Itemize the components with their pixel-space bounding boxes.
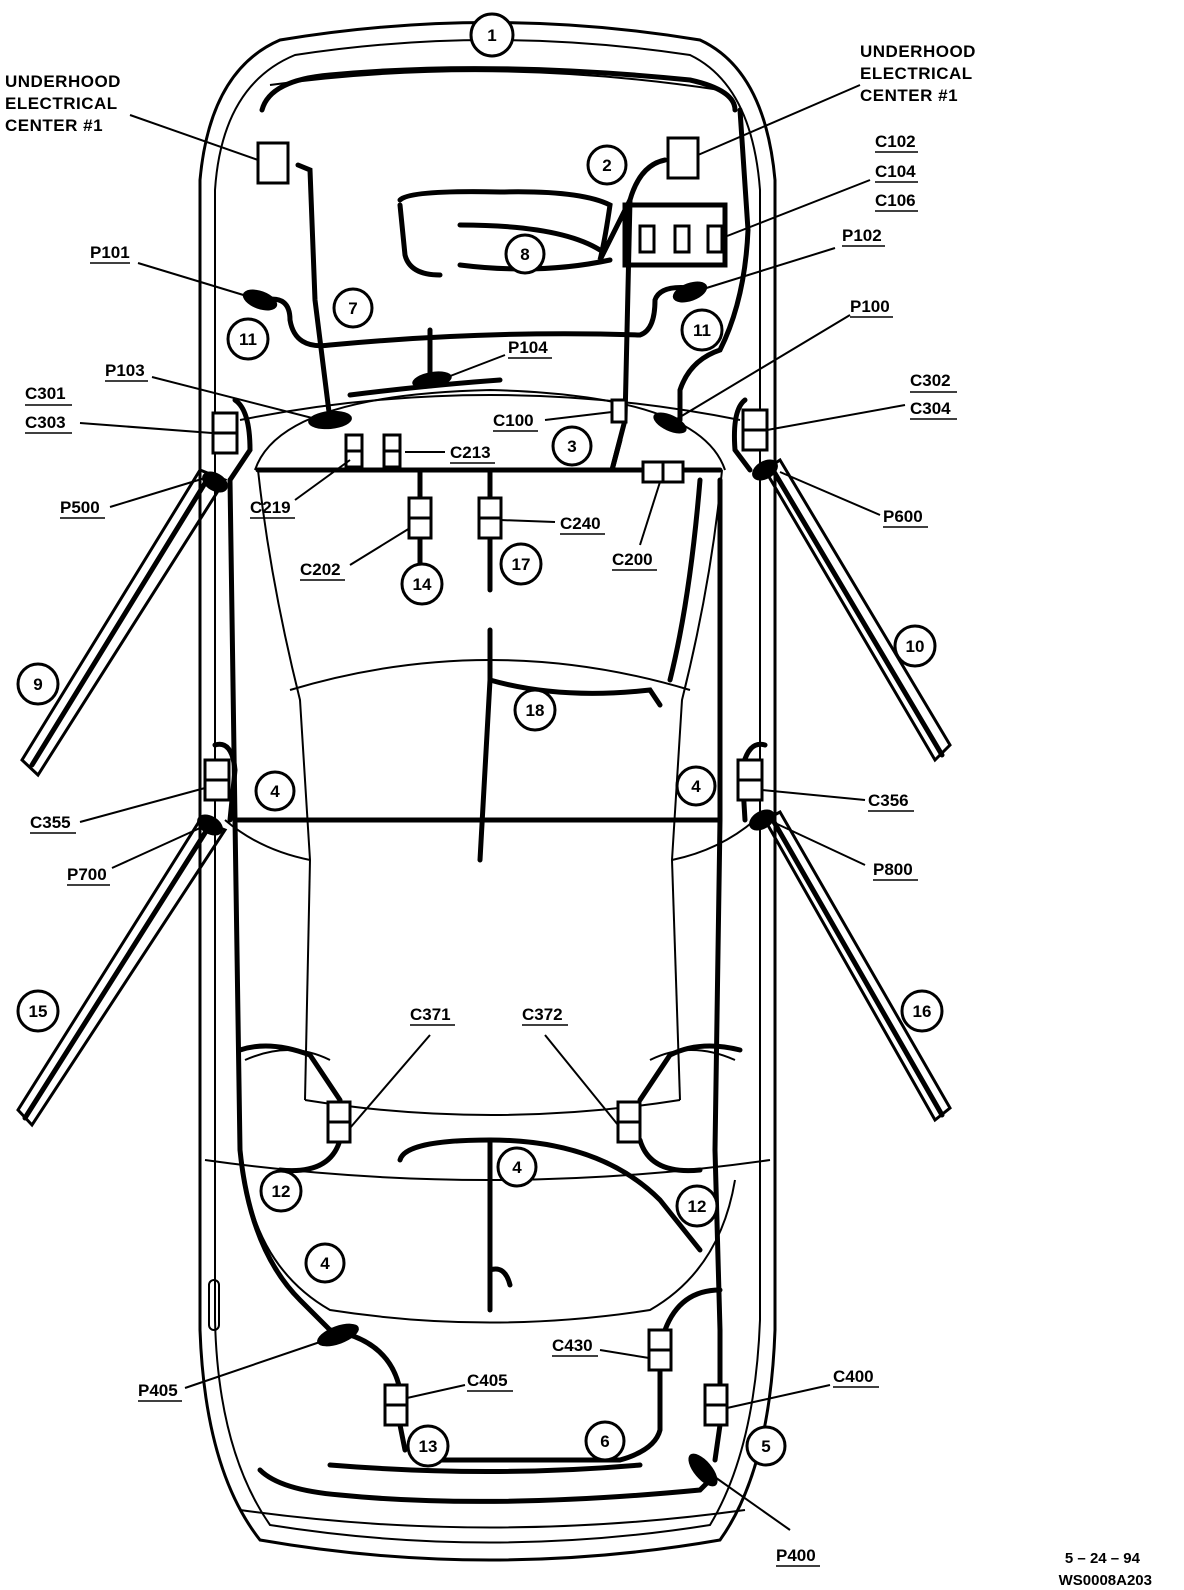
uec-right-label-1: UNDERHOOD xyxy=(860,42,976,61)
label-c371: C371 xyxy=(410,1005,451,1024)
uec-left-label-1: UNDERHOOD xyxy=(5,72,121,91)
connectors xyxy=(203,136,769,1427)
callout-9: 9 xyxy=(16,662,60,706)
label-c213: C213 xyxy=(450,443,491,462)
svg-text:12: 12 xyxy=(688,1197,707,1216)
label-p700: P700 xyxy=(67,865,107,884)
svg-text:3: 3 xyxy=(567,437,576,456)
svg-text:4: 4 xyxy=(691,777,701,796)
leader-lines xyxy=(79,84,906,1531)
label-p101: P101 xyxy=(90,243,130,262)
callout-5: 5 xyxy=(745,1425,787,1467)
label-p500: P500 xyxy=(60,498,100,517)
callout-4b: 4 xyxy=(675,765,717,807)
label-c405: C405 xyxy=(467,1371,508,1390)
svg-text:2: 2 xyxy=(602,156,611,175)
uec-left-label-2: ELECTRICAL xyxy=(5,94,118,113)
uec-left-box xyxy=(256,141,290,185)
label-c400: C400 xyxy=(833,1367,874,1386)
label-p405: P405 xyxy=(138,1381,178,1400)
svg-text:7: 7 xyxy=(348,299,357,318)
label-p100: P100 xyxy=(850,297,890,316)
label-p400: P400 xyxy=(776,1546,816,1565)
svg-text:5: 5 xyxy=(761,1437,770,1456)
label-c104: C104 xyxy=(875,162,916,181)
label-p600: P600 xyxy=(883,507,923,526)
callout-4c: 4 xyxy=(496,1146,538,1188)
svg-text:11: 11 xyxy=(693,321,711,340)
uec-right-label-2: ELECTRICAL xyxy=(860,64,973,83)
svg-text:6: 6 xyxy=(600,1432,609,1451)
svg-text:13: 13 xyxy=(419,1437,438,1456)
callout-8: 8 xyxy=(504,233,546,275)
callout-2: 2 xyxy=(586,144,628,186)
callout-3: 3 xyxy=(551,425,593,467)
svg-text:18: 18 xyxy=(526,701,545,720)
label-p800: P800 xyxy=(873,860,913,879)
label-c430: C430 xyxy=(552,1336,593,1355)
svg-text:4: 4 xyxy=(320,1254,330,1273)
label-c303: C303 xyxy=(25,413,66,432)
grommets xyxy=(197,281,778,1487)
callout-10: 10 xyxy=(893,624,937,668)
footer-code: WS0008A203 xyxy=(1059,1572,1152,1589)
label-c106: C106 xyxy=(875,191,916,210)
svg-text:4: 4 xyxy=(512,1158,522,1177)
callout-12b: 12 xyxy=(675,1184,719,1228)
svg-text:9: 9 xyxy=(33,675,42,694)
callout-4a: 4 xyxy=(254,770,296,812)
callout-11b: 11 xyxy=(680,308,724,352)
callout-12a: 12 xyxy=(259,1169,303,1213)
label-c355: C355 xyxy=(30,813,71,832)
label-c372: C372 xyxy=(522,1005,563,1024)
uec-right-label-3: CENTER #1 xyxy=(860,86,958,105)
label-c240: C240 xyxy=(560,514,601,533)
label-c102: C102 xyxy=(875,132,916,151)
svg-text:4: 4 xyxy=(270,782,280,801)
label-c301: C301 xyxy=(25,384,66,403)
svg-text:16: 16 xyxy=(913,1002,932,1021)
svg-text:17: 17 xyxy=(512,555,531,574)
label-c304: C304 xyxy=(910,399,951,418)
callout-13: 13 xyxy=(406,1424,450,1468)
label-c202: C202 xyxy=(300,560,341,579)
callout-4d: 4 xyxy=(304,1242,346,1284)
label-p104: P104 xyxy=(508,338,548,357)
callout-16: 16 xyxy=(900,989,944,1033)
callout-17: 17 xyxy=(499,542,543,586)
svg-text:1: 1 xyxy=(487,26,496,45)
label-c302: C302 xyxy=(910,371,951,390)
callout-6: 6 xyxy=(584,1420,626,1462)
svg-text:10: 10 xyxy=(906,637,925,656)
label-p102: P102 xyxy=(842,226,882,245)
svg-text:12: 12 xyxy=(272,1182,291,1201)
label-c356: C356 xyxy=(868,791,909,810)
callout-1: 1 xyxy=(469,12,515,58)
callout-11a: 11 xyxy=(226,317,270,361)
svg-text:8: 8 xyxy=(520,245,529,264)
label-c200: C200 xyxy=(612,550,653,569)
svg-text:15: 15 xyxy=(29,1002,48,1021)
label-c219: C219 xyxy=(250,498,291,517)
callout-15: 15 xyxy=(16,989,60,1033)
callout-18: 18 xyxy=(513,688,557,732)
uec-right-box xyxy=(666,136,700,180)
label-c100: C100 xyxy=(493,411,534,430)
uec-left-label-3: CENTER #1 xyxy=(5,116,103,135)
circled-numbers: 1 2 8 7 11 11 3 14 17 9 10 18 4 4 15 16 … xyxy=(16,12,944,1468)
callout-7: 7 xyxy=(332,287,374,329)
svg-text:14: 14 xyxy=(413,575,432,594)
door-rear-right xyxy=(762,809,952,1123)
callout-14: 14 xyxy=(400,562,444,606)
label-p103: P103 xyxy=(105,361,145,380)
footer-date: 5 – 24 – 94 xyxy=(1065,1550,1141,1567)
svg-text:11: 11 xyxy=(239,330,257,349)
text-labels: UNDERHOOD ELECTRICAL CENTER #1 UNDERHOOD… xyxy=(5,42,1152,1589)
